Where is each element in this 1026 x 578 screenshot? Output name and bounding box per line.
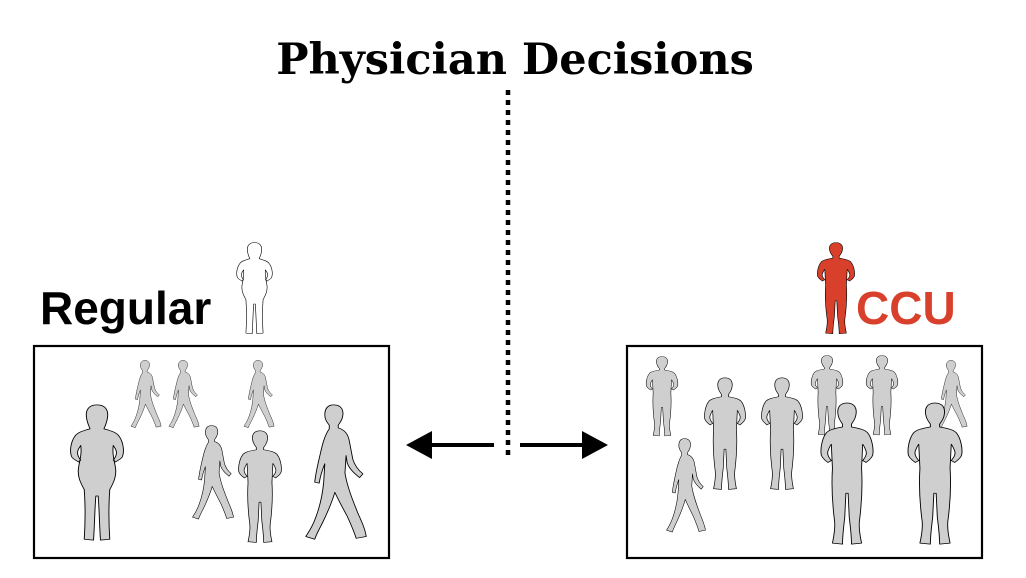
person-female-icon bbox=[236, 242, 273, 335]
regular-group-label: Regular bbox=[40, 282, 211, 334]
ccu-group-box bbox=[625, 344, 984, 560]
arrow-left-icon bbox=[406, 431, 494, 459]
ccu-group-label: CCU bbox=[856, 282, 956, 334]
person-icon bbox=[817, 242, 855, 335]
page-title: Physician Decisions bbox=[276, 35, 754, 85]
regular-group-box bbox=[32, 344, 391, 560]
arrow-right-icon bbox=[520, 431, 608, 459]
